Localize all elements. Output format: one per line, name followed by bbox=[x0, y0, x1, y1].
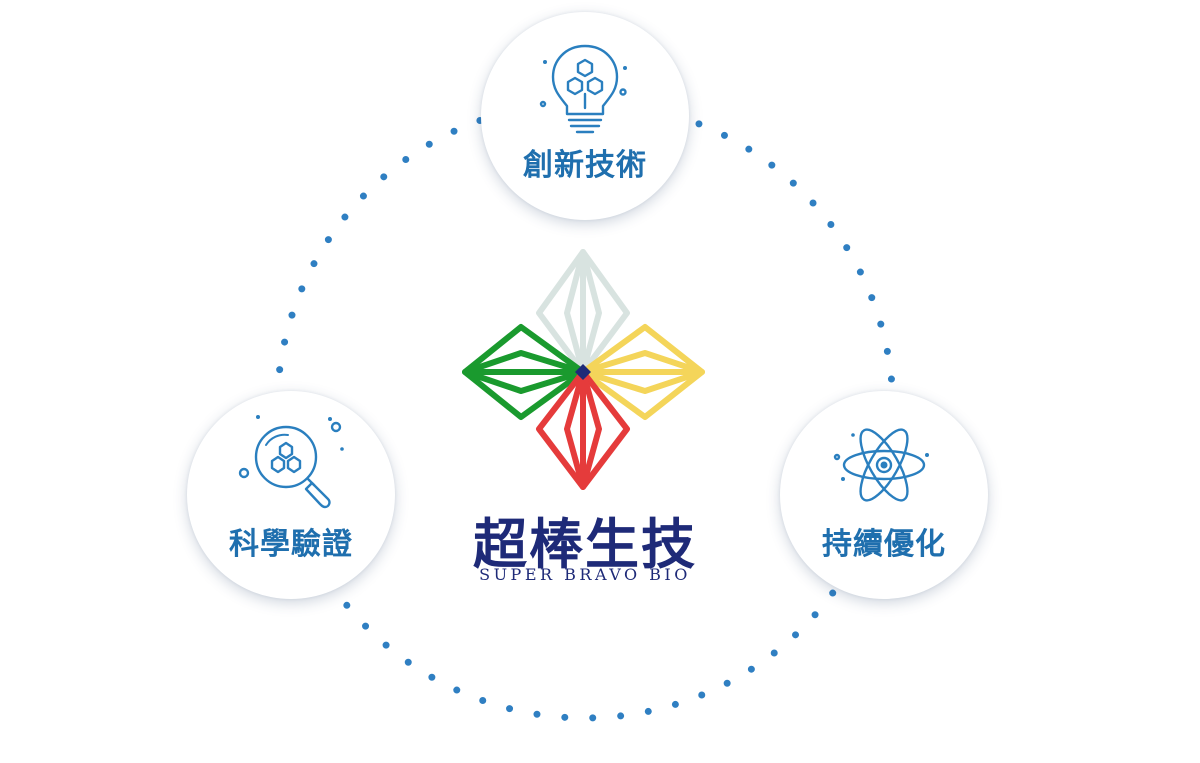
logo-mark bbox=[462, 249, 705, 490]
logo-petal-left bbox=[462, 324, 586, 420]
node-label-innovation: 創新技術 bbox=[523, 148, 647, 183]
brand-subtitle: SUPER BRAVO BIO bbox=[479, 565, 691, 584]
brand-name: 超棒生技 bbox=[473, 512, 697, 576]
node-innovation: 創新技術 bbox=[481, 12, 689, 220]
magnifier-molecule-icon bbox=[238, 415, 344, 509]
atom-icon bbox=[833, 428, 929, 502]
logo-petal-right bbox=[580, 324, 705, 420]
logo-center-diamond bbox=[575, 364, 591, 380]
node-optimization: 持續優化 bbox=[780, 391, 988, 599]
lightbulb-molecule-icon bbox=[539, 44, 627, 134]
logo-petal-bottom bbox=[536, 369, 630, 490]
node-label-validation: 科學驗證 bbox=[229, 527, 353, 562]
node-label-optimization: 持續優化 bbox=[822, 527, 946, 562]
node-validation: 科學驗證 bbox=[187, 391, 395, 599]
logo-petal-top bbox=[536, 249, 630, 375]
